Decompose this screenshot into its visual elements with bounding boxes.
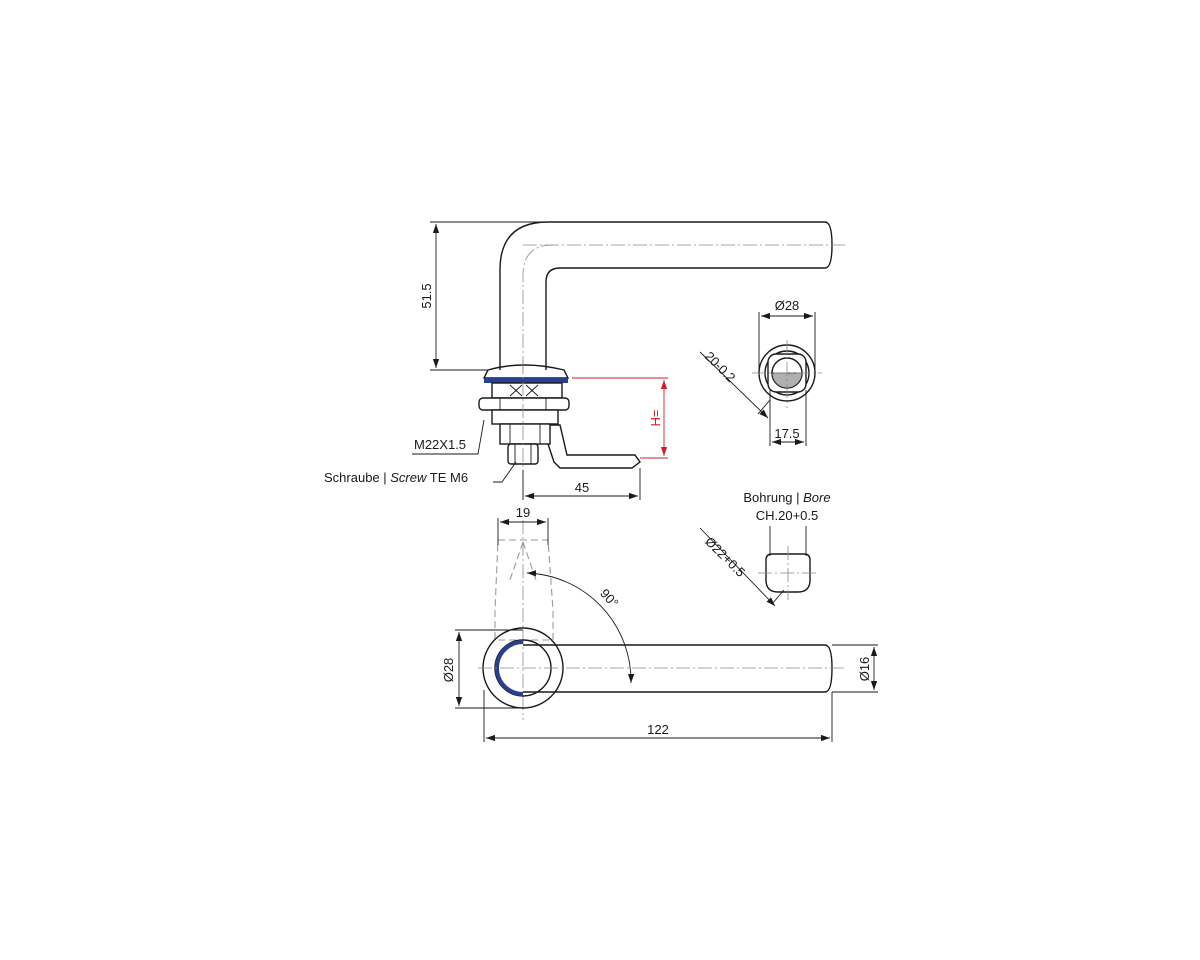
cam-length-label: 45 xyxy=(575,480,589,495)
top-width-label: 19 xyxy=(516,505,530,520)
side-view: 51.5 M22X1.5 Schraube | Screw TE M6 45 H… xyxy=(324,221,845,500)
screw-label: Schraube | Screw TE M6 xyxy=(324,470,468,485)
total-length-label: 122 xyxy=(647,722,669,737)
square-dim-label: 17.5 xyxy=(774,426,799,441)
hex-nut xyxy=(478,397,570,411)
flat-dim-label: 20-0.2 xyxy=(702,348,739,385)
blue-gasket xyxy=(484,378,568,383)
rose-side xyxy=(482,364,570,379)
bore-shape xyxy=(765,553,811,593)
h-dim-label: H= xyxy=(648,410,663,427)
lever-diameter-label: Ø16 xyxy=(857,657,872,682)
dim-height-label: 51.5 xyxy=(419,283,434,308)
lever-handle-side xyxy=(499,221,833,370)
bore-detail: Bohrung | Bore CH.20+0.5 Ø22+0.5 xyxy=(699,490,831,607)
end-view: Ø28 20-0.2 17.5 xyxy=(699,298,822,446)
bore-spec: CH.20+0.5 xyxy=(756,508,819,523)
lever-top xyxy=(523,644,833,693)
ghost-lever-90deg xyxy=(494,539,554,641)
bore-title: Bohrung | Bore xyxy=(743,490,830,505)
lock-body xyxy=(491,382,563,399)
bore-diameter-label: Ø22+0.5 xyxy=(702,534,748,580)
bush-diameter-label: Ø28 xyxy=(775,298,800,313)
cam-side xyxy=(547,424,641,469)
thread-label: M22X1.5 xyxy=(414,437,466,452)
rose-diameter-label: Ø28 xyxy=(441,658,456,683)
thread-body xyxy=(491,409,559,425)
top-view: 19 90° Ø28 Ø16 122 xyxy=(441,505,878,742)
